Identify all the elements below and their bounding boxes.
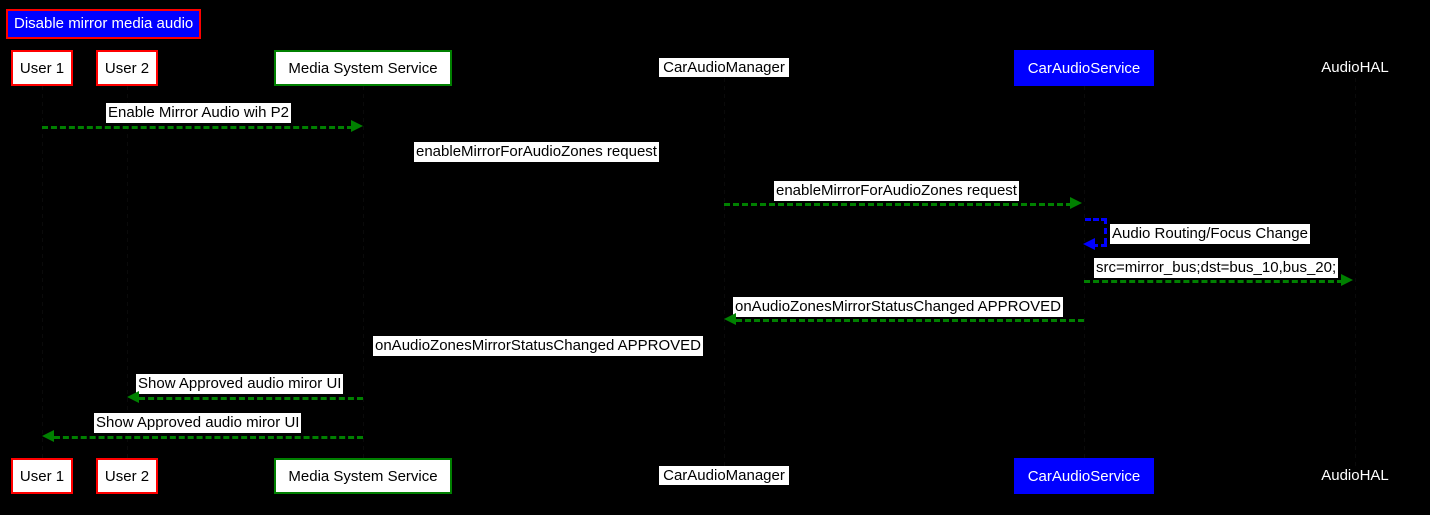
message-arrow-line-m8 [139, 397, 363, 400]
self-message-arrow-head-m4 [1083, 238, 1095, 250]
self-message-loop-top-m4 [1085, 218, 1107, 221]
message-label-show-approved-audio-miror-ui-2: Show Approved audio miror UI [94, 413, 302, 433]
message-label-enable-mirror-audio-wih-p2: Enable Mirror Audio wih P2 [106, 103, 291, 123]
participant-user-2-bottom[interactable]: User 2 [96, 458, 158, 494]
message-label-on-audio-zones-mirror-status-changed-approved-2: onAudioZonesMirrorStatusChanged APPROVED [373, 336, 704, 356]
lifeline-user-1 [42, 86, 43, 458]
lifeline-user-2 [127, 86, 128, 458]
message-arrow-head-m5 [1341, 274, 1353, 286]
participant-user-1-top[interactable]: User 1 [11, 50, 73, 86]
message-label-enable-mirror-for-audio-zones-request-2: enableMirrorForAudioZones request [774, 181, 1019, 201]
self-message-loop-side-m4 [1104, 218, 1107, 244]
message-arrow-head-m6 [724, 313, 736, 325]
message-arrow-line-m9 [54, 436, 363, 439]
message-label-enable-mirror-for-audio-zones-request-1: enableMirrorForAudioZones request [414, 142, 659, 162]
participant-user-1-bottom[interactable]: User 1 [11, 458, 73, 494]
message-arrow-head-m9 [42, 430, 54, 442]
message-arrow-line-m3 [724, 203, 1072, 206]
participant-car-audio-manager-bottom[interactable]: CarAudioManager [659, 466, 789, 485]
lifeline-media-system-service [363, 86, 364, 458]
participant-media-system-service-bottom[interactable]: Media System Service [274, 458, 452, 494]
message-arrow-head-m3 [1070, 197, 1082, 209]
participant-media-system-service-top[interactable]: Media System Service [274, 50, 452, 86]
participant-audio-hal-bottom[interactable]: AudioHAL [1321, 467, 1389, 484]
participant-audio-hal-top[interactable]: AudioHAL [1321, 59, 1389, 76]
message-label-show-approved-audio-miror-ui-1: Show Approved audio miror UI [136, 374, 344, 394]
participant-car-audio-manager-top[interactable]: CarAudioManager [659, 58, 789, 77]
message-arrow-head-m1 [351, 120, 363, 132]
self-message-loop-bottom-m4 [1092, 244, 1107, 247]
participant-user-2-top[interactable]: User 2 [96, 50, 158, 86]
message-label-on-audio-zones-mirror-status-changed-approved-1: onAudioZonesMirrorStatusChanged APPROVED [733, 297, 1064, 317]
lifeline-car-audio-service [1084, 86, 1085, 458]
message-label-audio-routing-focus-change: Audio Routing/Focus Change [1110, 224, 1310, 244]
message-arrow-line-m5 [1084, 280, 1343, 283]
participant-car-audio-service-top[interactable]: CarAudioService [1014, 50, 1154, 86]
message-arrow-line-m1 [42, 126, 353, 129]
lifeline-audio-hal [1355, 78, 1356, 466]
participant-car-audio-service-bottom[interactable]: CarAudioService [1014, 458, 1154, 494]
lifeline-car-audio-manager [724, 78, 725, 466]
message-arrow-line-m6 [736, 319, 1084, 322]
diagram-title-box: Disable mirror media audio [6, 9, 202, 39]
message-label-src-mirror-bus-dst: src=mirror_bus;dst=bus_10,bus_20; [1094, 258, 1339, 278]
message-arrow-head-m8 [127, 391, 139, 403]
